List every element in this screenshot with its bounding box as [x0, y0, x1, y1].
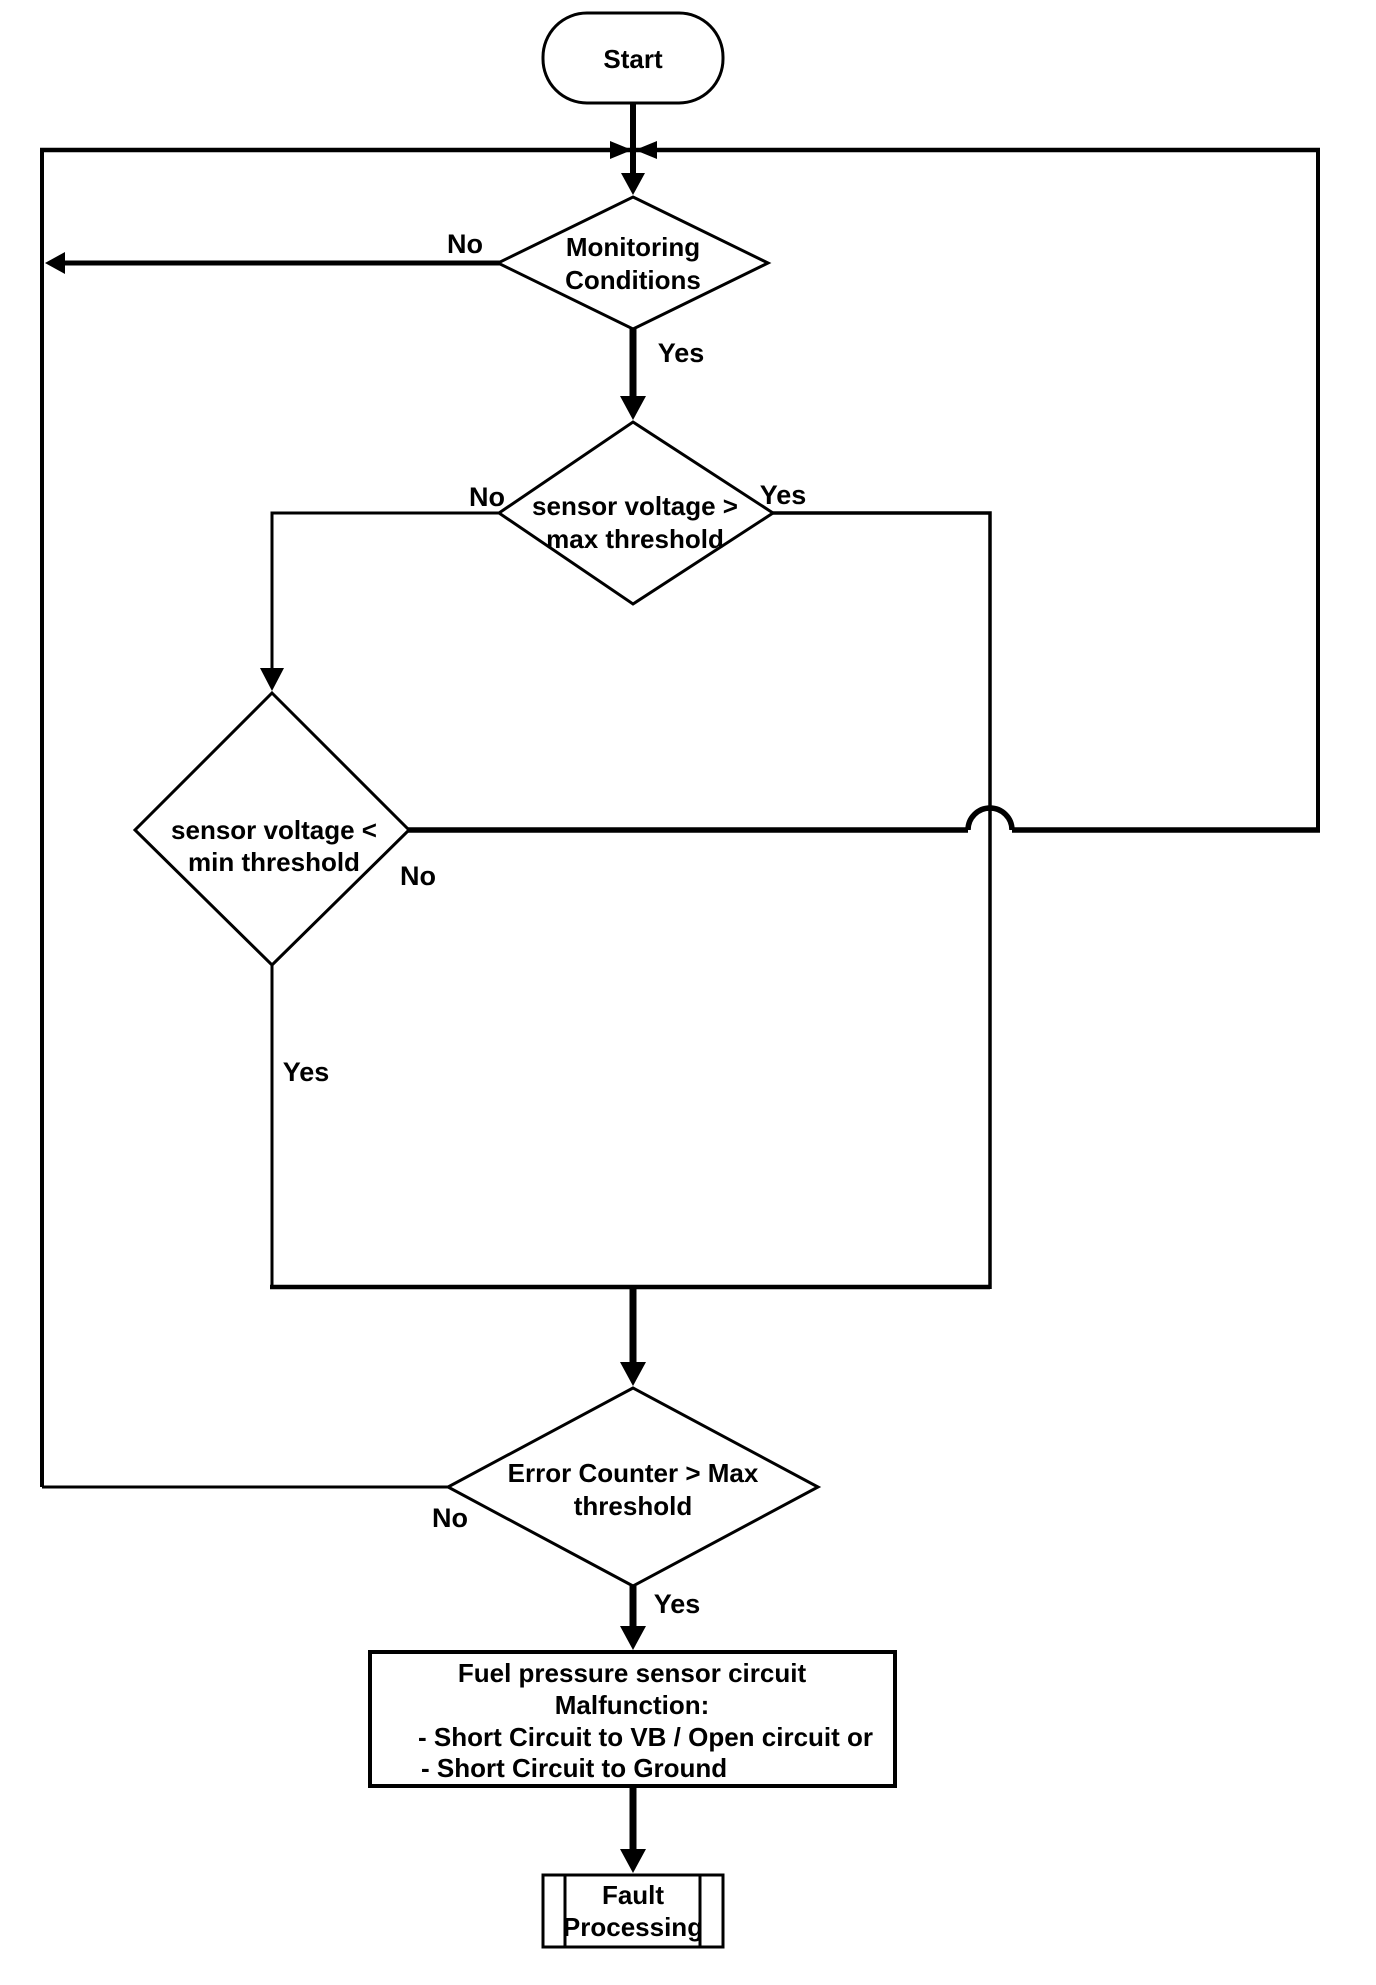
start-label: Start	[603, 44, 663, 74]
malfunction-label-line2: Malfunction:	[555, 1690, 710, 1720]
junction-right-arrow-icon	[635, 141, 657, 159]
arrow-into-max-icon	[620, 396, 646, 420]
error-yes-label: Yes	[654, 1589, 701, 1619]
max-no-label: No	[469, 482, 505, 512]
malfunction-label-line3: - Short Circuit to VB / Open circuit or	[418, 1722, 873, 1752]
junction-left-arrow-icon	[610, 141, 632, 159]
max-yes-label: Yes	[760, 480, 807, 510]
arrow-into-error-icon	[620, 1362, 646, 1386]
fault-processing-box	[541, 1873, 725, 1949]
malfunction-box	[368, 1650, 897, 1788]
arrow-into-min-icon	[260, 668, 284, 691]
edge-max-yes	[773, 511, 992, 1289]
min-threshold-label-line2: min threshold	[188, 847, 360, 877]
max-threshold-label-line1: sensor voltage >	[532, 491, 738, 521]
error-counter-diamond	[444, 1386, 822, 1588]
edge-max-no	[270, 511, 499, 670]
monitoring-no-arrow-icon	[45, 252, 65, 274]
malfunction-label-line1: Fuel pressure sensor circuit	[458, 1658, 807, 1688]
min-no-label: No	[400, 861, 436, 891]
monitoring-conditions-diamond	[494, 195, 772, 331]
min-threshold-label-line1: sensor voltage <	[171, 815, 377, 845]
malfunction-label-line4: - Short Circuit to Ground	[421, 1753, 727, 1783]
monitoring-conditions-label-line1: Monitoring	[566, 232, 700, 262]
error-counter-label-line1: Error Counter > Max	[508, 1458, 759, 1488]
max-threshold-diamond	[496, 420, 776, 606]
monitoring-yes-label: Yes	[658, 338, 705, 368]
start-node	[541, 11, 725, 105]
arrow-into-monitoring-icon	[621, 173, 645, 195]
monitoring-conditions-label-line2: Conditions	[565, 265, 701, 295]
error-no-label: No	[432, 1503, 468, 1533]
fault-processing-label-line2: Processing	[563, 1912, 703, 1942]
error-counter-label-line2: threshold	[574, 1491, 692, 1521]
min-yes-label: Yes	[283, 1057, 330, 1087]
arrow-into-malfunction-icon	[620, 1626, 646, 1650]
arrow-into-fault-icon	[620, 1849, 646, 1873]
min-threshold-diamond	[132, 690, 412, 968]
max-threshold-label-line2: max threshold	[546, 524, 724, 554]
fault-processing-label-line1: Fault	[602, 1880, 664, 1910]
edge-min-no-hop	[965, 805, 1015, 831]
monitoring-no-label: No	[447, 229, 483, 259]
